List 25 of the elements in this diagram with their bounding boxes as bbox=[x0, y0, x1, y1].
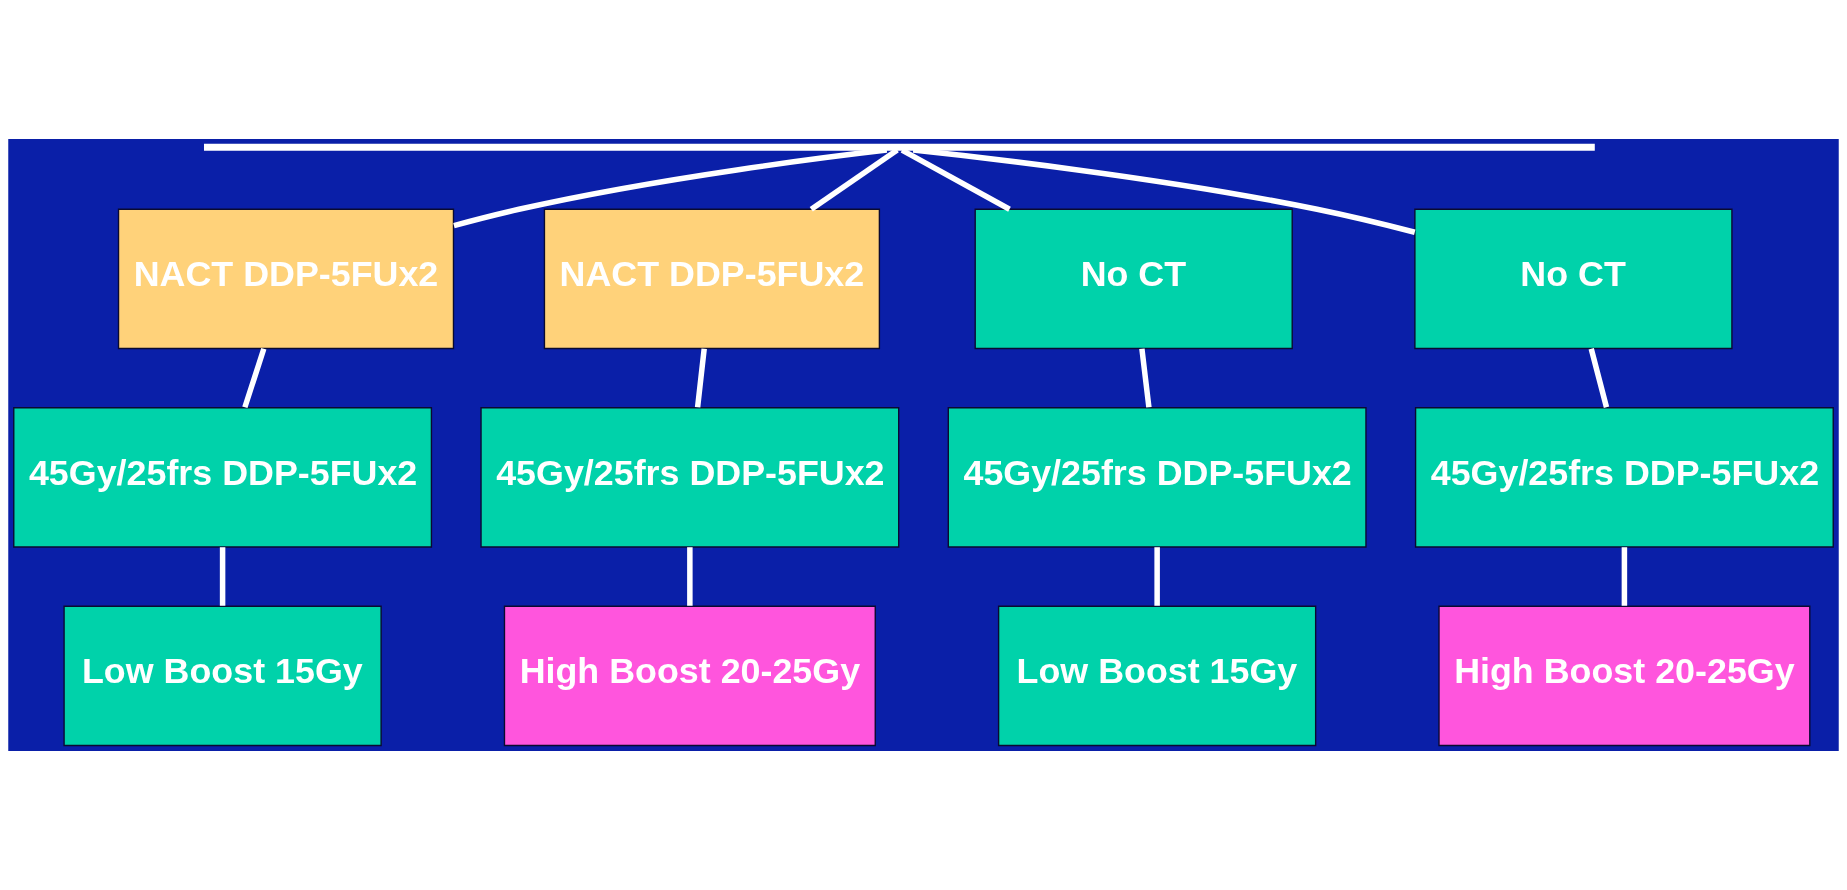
connector bbox=[242, 347, 267, 409]
node-box: Low Boost 15Gy bbox=[63, 605, 382, 747]
node-box: 45Gy/25frs DDP-5FUx2 bbox=[480, 407, 900, 548]
connector bbox=[1621, 547, 1628, 606]
node-box: No CT bbox=[1414, 208, 1733, 350]
connector bbox=[694, 348, 707, 408]
connector bbox=[1154, 547, 1160, 606]
connector bbox=[1588, 348, 1610, 408]
connector bbox=[809, 147, 899, 212]
node-box: High Boost 20-25Gy bbox=[1438, 605, 1811, 747]
node-box: High Boost 20-25Gy bbox=[503, 605, 876, 747]
connector bbox=[912, 147, 1416, 235]
node-box: NACT DDP-5FUx2 bbox=[543, 208, 881, 350]
node-box: NACT DDP-5FUx2 bbox=[117, 208, 455, 350]
connector bbox=[219, 547, 226, 606]
connector bbox=[900, 147, 1011, 212]
node-box: 45Gy/25frs DDP-5FUx2 bbox=[1414, 407, 1834, 548]
node-box: 45Gy/25frs DDP-5FUx2 bbox=[13, 407, 433, 548]
node-bar bbox=[204, 143, 1595, 151]
node-box: Low Boost 15Gy bbox=[997, 605, 1317, 747]
connector bbox=[687, 547, 693, 606]
node-box: No CT bbox=[974, 208, 1293, 350]
connector bbox=[1139, 348, 1152, 408]
connector bbox=[453, 147, 888, 229]
node-box: 45Gy/25frs DDP-5FUx2 bbox=[947, 407, 1367, 548]
